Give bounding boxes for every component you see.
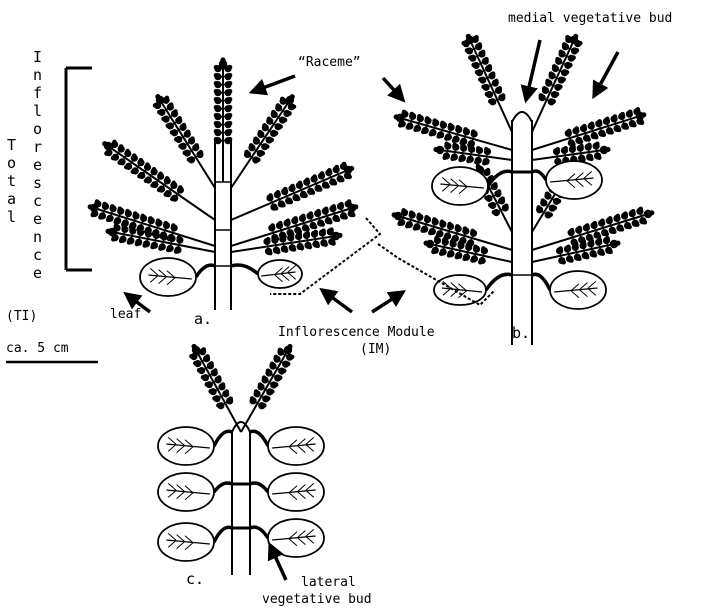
lateral-bud-label-2: vegetative bud [262,592,372,607]
raceme-branches [89,35,654,432]
panel-a-label: a. [194,310,212,328]
leaves [140,161,606,561]
panel-c-label: c. [186,570,204,588]
infl-char: n [33,66,42,84]
panel-b-label: b. [512,324,530,342]
total-vertical-label: T o t a l [7,136,16,226]
leaf-c-2-left [158,473,232,511]
infl-char: c [33,192,42,210]
infl-char: I [33,48,42,66]
raceme-c-left [190,345,241,432]
infl-char: r [33,138,42,156]
arrow-raceme-b [383,78,403,100]
infl-char: e [33,156,42,174]
raceme-a-right-1 [231,95,295,188]
leaf-c-3-right [250,519,324,557]
leaf-a-left [140,258,215,296]
raceme-b-upper-left-1 [462,35,512,132]
raceme-a-central [215,58,232,182]
lateral-bud-label: lateral [301,575,356,590]
infl-char: e [33,210,42,228]
leaf-c-2-right [250,473,324,511]
infl-char: o [33,120,42,138]
total-char: a [7,190,16,208]
leaf-label: leaf [110,307,141,322]
leaf-b-lower-right [532,271,606,309]
arrow-medial-bud [526,40,540,100]
leaf-a-right [231,260,302,288]
arrow-im-b [372,292,403,312]
leaf-b-upper-right [532,161,602,199]
infl-char: l [33,102,42,120]
im-abbrev-label: (IM) [360,342,391,357]
medial-bud-label: medial vegetative bud [508,11,672,26]
arrow-im-a [322,290,352,312]
ti-label: (TI) [6,309,37,324]
raceme-c-right [241,345,293,432]
infl-char: s [33,174,42,192]
total-inflorescence-bracket [66,68,92,270]
leaf-c-1-left [158,427,232,465]
inflorescence-vertical-label: I n f l o r e s c e n c e [33,48,42,282]
total-char: T [7,136,16,154]
infl-char: e [33,264,42,282]
leaf-c-1-right [250,427,324,465]
scale-label: ca. 5 cm [6,341,69,356]
total-char: t [7,172,16,190]
infl-char: f [33,84,42,102]
arrow-raceme-a [252,76,295,92]
total-char: l [7,208,16,226]
arrow-raceme-b2 [594,52,618,96]
stem-b [512,112,532,345]
infl-char: n [33,228,42,246]
leaf-c-3-left [158,523,232,561]
stem-c [232,422,250,575]
im-label: Inflorescence Module [278,325,435,340]
infl-char: c [33,246,42,264]
raceme-label: “Raceme” [298,55,361,70]
total-char: o [7,154,16,172]
